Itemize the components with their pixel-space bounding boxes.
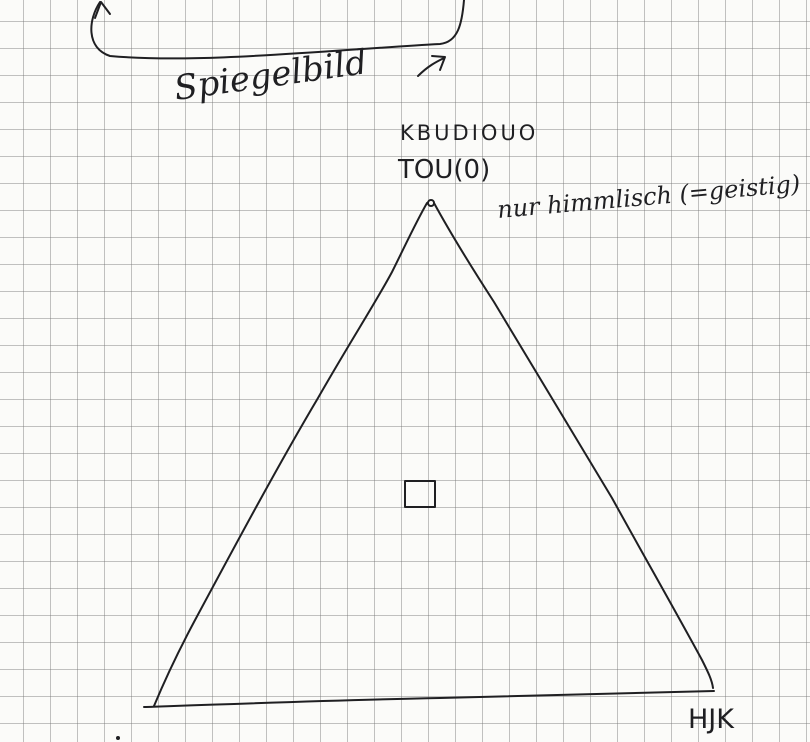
apex-name: TOU(0) bbox=[397, 155, 490, 185]
apex-word: KBUDIOUO bbox=[400, 121, 538, 145]
corner-label: HJK bbox=[688, 704, 735, 735]
triangle-left-side bbox=[153, 202, 428, 707]
mirror-label: Spiegelbild bbox=[172, 42, 370, 109]
bracket-arrow-head bbox=[94, 1, 111, 19]
center-square bbox=[404, 480, 436, 508]
mirror-label-arrow-icon bbox=[417, 55, 446, 77]
apex-remark: nur himmlisch (=geistig) bbox=[496, 170, 801, 224]
stray-mark bbox=[116, 736, 120, 740]
mirror-bracket bbox=[90, 0, 465, 60]
triangle-base bbox=[143, 690, 715, 708]
triangle-right-side bbox=[433, 202, 714, 689]
